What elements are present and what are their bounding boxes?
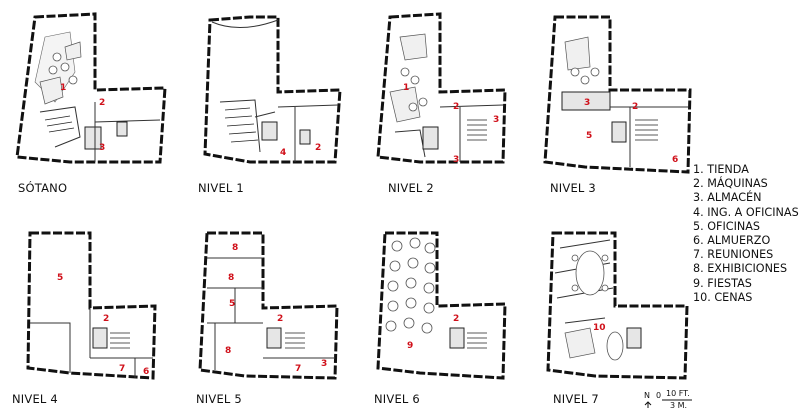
- room-number: 3: [493, 115, 499, 125]
- room-number: 2: [99, 98, 105, 108]
- floor-plan-nivel-4: 5 2 7 6: [26, 231, 157, 380]
- legend-item: 3. ALMACÉN: [693, 191, 762, 205]
- legend-item: 9. FIESTAS: [693, 276, 752, 290]
- scale-zero: 0: [656, 391, 661, 400]
- floor-label-nivel-2: NIVEL 2: [388, 181, 434, 195]
- room-number: 2: [453, 102, 459, 112]
- floor-label-nivel-5: NIVEL 5: [196, 392, 242, 406]
- floor-label-nivel-6: NIVEL 6: [374, 392, 420, 406]
- floor-plan-nivel-6: 2 9: [376, 231, 507, 380]
- north-label: N: [644, 391, 650, 400]
- legend-item: 1. TIENDA: [693, 163, 749, 176]
- floor-plan-nivel-2: 1 2 3 3: [376, 12, 507, 165]
- floor-plan-nivel-5: 8 8 5 2 8 7 3: [198, 231, 339, 380]
- floor-label-nivel-7: NIVEL 7: [553, 392, 599, 406]
- room-number: 6: [672, 155, 678, 165]
- room-number: 1: [60, 83, 66, 93]
- room-number: 2: [103, 314, 109, 324]
- floor-plan-nivel-3: 3 2 5 6: [543, 15, 692, 174]
- scale-feet: 10 FT.: [666, 389, 690, 398]
- room-number: 5: [586, 131, 592, 141]
- room-number: 1: [403, 83, 409, 93]
- legend-item: 8. EXHIBICIONES: [693, 262, 788, 276]
- legend-item: 5. OFICINAS: [693, 219, 761, 233]
- legend-item: 6. ALMUERZO: [693, 234, 771, 248]
- floor-plan-nivel-1: 4 2: [203, 15, 342, 164]
- room-number: 10: [593, 323, 606, 333]
- room-number: 7: [295, 364, 301, 374]
- room-number: 2: [277, 314, 283, 324]
- legend-item: 2. MÁQUINAS: [693, 177, 768, 191]
- room-number: 3: [584, 98, 590, 108]
- room-number: 2: [453, 314, 459, 324]
- room-number: 3: [453, 155, 459, 165]
- room-number: 2: [632, 102, 638, 112]
- north-arrow-icon: [644, 401, 652, 408]
- room-number: 5: [57, 273, 63, 283]
- floor-label-sotano: SÓTANO: [18, 180, 67, 195]
- floor-plan-sotano: 1 2 3: [15, 12, 167, 164]
- room-number: 6: [143, 367, 149, 377]
- room-number: 3: [321, 359, 327, 369]
- legend-item: 10. CENAS: [693, 290, 753, 304]
- room-number: 4: [280, 148, 286, 158]
- floor-label-nivel-4: NIVEL 4: [12, 392, 58, 406]
- room-number: 5: [229, 299, 235, 309]
- room-number: 8: [228, 273, 234, 283]
- room-number: 9: [407, 341, 413, 351]
- floor-plan-nivel-7: 10: [546, 231, 689, 380]
- room-number: 8: [225, 346, 231, 356]
- scale-meters: 3 M.: [670, 401, 687, 410]
- floor-label-nivel-1: NIVEL 1: [198, 181, 244, 195]
- room-number: 3: [99, 143, 105, 153]
- room-number: 8: [232, 243, 238, 253]
- room-number: 2: [315, 143, 321, 153]
- room-number: 7: [119, 364, 125, 374]
- legend-item: 4. ING. A OFICINAS: [693, 205, 799, 219]
- floor-label-nivel-3: NIVEL 3: [550, 181, 596, 195]
- room-labels-sotano: 1 2 3: [60, 83, 105, 153]
- north-arrow-and-scale: N 0 10 FT. 3 M.: [644, 389, 692, 410]
- legend-item: 7. REUNIONES: [693, 248, 774, 262]
- room-legend: 1. TIENDA 2. MÁQUINAS 3. ALMACÉN 4. ING.…: [693, 163, 799, 305]
